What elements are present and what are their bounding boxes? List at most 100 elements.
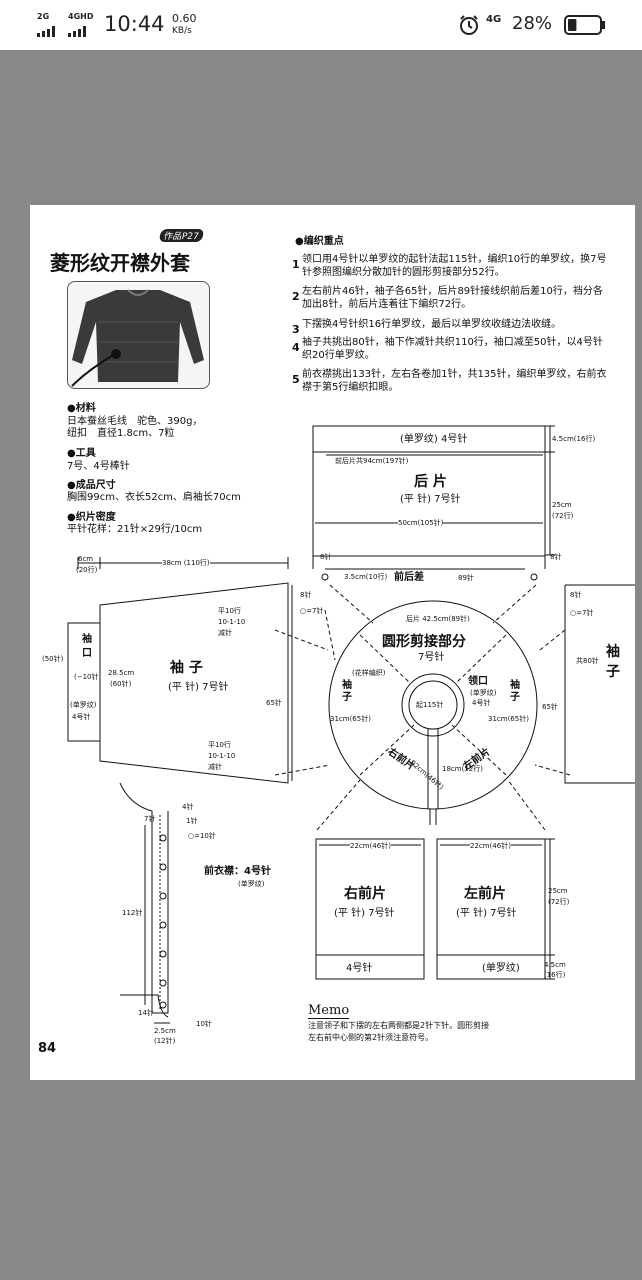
lte-label: 4G <box>486 14 502 25</box>
placket-hole: ○=10针 <box>188 832 216 840</box>
sleeve-dec-top: 平10行 <box>218 607 241 615</box>
yoke-title: 圆形剪接部分 <box>382 634 466 650</box>
memo-title: Memo <box>308 1003 350 1019</box>
lf-rib: (单罗纹) <box>482 963 520 974</box>
neck-cast-on: 起115针 <box>416 701 444 709</box>
yoke-back-label: 后片 42.5cm(89针) <box>406 615 470 623</box>
yoke-needle: 7号针 <box>418 652 445 663</box>
right-front-label: 右前片 <box>344 886 386 902</box>
sleeve-edge-stitches: 65针 <box>266 699 282 707</box>
knitting-schematic <box>67 425 635 1024</box>
placket-bottom-right: 10针 <box>196 1020 212 1028</box>
neck-title: 领口 <box>468 676 488 687</box>
front-height: 25cm <box>548 887 568 895</box>
right-sleeve-total: 共80针 <box>576 657 599 665</box>
sleeve-dec-bot2: 10-1-10 <box>208 752 236 760</box>
placket-width-st: (12针) <box>154 1037 176 1045</box>
network-label-2g: 2G <box>37 12 50 21</box>
rf-rib-needle: 4号针 <box>346 963 373 974</box>
back-cast-right: 8针 <box>550 553 562 561</box>
spec-heading: ●材料 <box>67 403 96 414</box>
front-rows: (72行) <box>548 898 570 906</box>
clock: 10:44 <box>104 12 165 36</box>
right-sleeve-8: 8针 <box>570 591 582 599</box>
back-stitch-label: (平 针) 7号针 <box>400 494 461 505</box>
cuff-needle: 4号针 <box>72 713 91 721</box>
yoke-sleeve-left2: 子 <box>342 692 352 703</box>
speed-unit: KB/s <box>172 26 192 36</box>
sleeve-label: 袖 子 <box>170 660 203 676</box>
right-sleeve-label2: 子 <box>606 664 620 680</box>
page-title: 菱形纹开襟外套 <box>50 251 190 275</box>
status-bar: 2G 4GHD 10:44 0.60 KB/s 4G 28% <box>0 0 642 50</box>
yoke-row-left: 31cm(65针) <box>330 715 371 723</box>
placket-top: 7针 <box>144 815 156 823</box>
cuff-decrease: (−10针 <box>74 673 99 681</box>
signal-icon <box>37 22 63 41</box>
placket-1: 1针 <box>186 817 198 825</box>
pattern-page: 作品P27 菱形纹开襟外套 ●材料 日本蚕丝毛线 驼色、390g， 纽扣 直径1… <box>30 205 635 1080</box>
back-body-rows: (72行) <box>552 512 574 520</box>
sleeve-length: 38cm (110行) <box>162 559 210 568</box>
battery-icon <box>564 15 606 39</box>
front-rib-rows: (16行) <box>544 971 566 979</box>
back-width-dim: 50cm(105针) <box>398 519 444 528</box>
key-point: 5 前衣襟挑出133针，左右各卷加1针，共135针，编织单罗纹，右前衣 襟于第5… <box>292 369 607 393</box>
spec-line: 平针花样：21针×29行/10cm <box>67 524 203 535</box>
cuff-stitches: (50针) <box>42 655 64 663</box>
page-number: 84 <box>38 1041 57 1056</box>
placket-4: 4针 <box>182 803 194 811</box>
diff-width: 3.5cm(10行) <box>344 573 388 581</box>
placket-label: 前衣襟：4号针 <box>204 866 271 877</box>
key-point: 4 袖子共挑出80针，袖下作减针共织110行，袖口减至50针，以4号针 织20行… <box>292 337 603 361</box>
lf-width: 22cm(46针) <box>470 842 511 851</box>
spec-line: 日本蚕丝毛线 驼色、390g， <box>67 416 203 427</box>
front-back-diff-label: 前后差 <box>394 572 424 583</box>
spec-line: 纽扣 直径1.8cm、7粒 <box>67 428 175 439</box>
yoke-sleeve-right2: 子 <box>510 692 520 703</box>
right-sleeve-7: ○=7针 <box>570 609 594 617</box>
cuff-rows: (20行) <box>76 566 98 574</box>
signal-icon <box>68 22 94 41</box>
placket-length: 112针 <box>122 909 143 917</box>
back-piece-label: 后 片 <box>414 474 447 490</box>
rf-stitch: (平 针) 7号针 <box>334 908 395 919</box>
speed-value: 0.60 <box>172 12 197 25</box>
placket-rib: (单罗纹) <box>238 880 265 888</box>
neck-needle: 4号针 <box>472 699 491 707</box>
placket-width: 2.5cm <box>154 1027 176 1035</box>
sleeve-width-st: (60针) <box>110 680 132 688</box>
yoke-depth: 18cm(52行) <box>442 765 483 773</box>
alarm-icon <box>458 14 480 40</box>
front-rib-height: 4.5cm <box>544 961 566 969</box>
spec-line: 胸围99cm、衣长52cm、肩袖长70cm <box>67 492 241 503</box>
back-body-height: 25cm <box>552 501 572 509</box>
cuff-label2: 口 <box>82 648 92 659</box>
spec-heading: ●工具 <box>67 448 96 459</box>
key-points-heading: ●编织重点 <box>295 236 344 247</box>
battery-percent: 28% <box>512 13 553 34</box>
neck-rib: (单罗纹) <box>470 689 497 697</box>
left-front-label: 左前片 <box>464 886 506 902</box>
lf-stitch: (平 针) 7号针 <box>456 908 517 919</box>
back-cast-left: 8针 <box>320 553 332 561</box>
sweater-photo <box>67 281 210 389</box>
back-rib-label: (单罗纹) 4号针 <box>400 434 468 445</box>
yoke-pattern: (花样编织) <box>352 669 386 677</box>
sleeve-dec-top2: 10-1-10 <box>218 618 246 626</box>
placket-bottom: 14针 <box>138 1009 154 1017</box>
back-rib-height: 4.5cm(16行) <box>552 435 596 443</box>
yoke-row-right: 31cm(65针) <box>488 715 529 723</box>
back-width-note: 前后片共94cm(197针) <box>335 457 409 465</box>
sleeve-dec-top3: 减针 <box>218 629 232 637</box>
sleeve-dec-bot: 平10行 <box>208 741 231 749</box>
spec-heading: ●织片密度 <box>67 512 116 523</box>
cuff-rib: (单罗纹) <box>70 701 97 709</box>
yoke-sleeve-left: 袖 <box>342 680 352 691</box>
right-sleeve-65: 65针 <box>542 703 558 711</box>
key-point: 1 领口用4号针以单罗纹的起针法起115针，编织10行的单罗纹，换7号 针参照图… <box>292 254 607 278</box>
spec-line: 7号、4号棒针 <box>67 461 130 472</box>
cuff-label: 袖 <box>82 634 92 645</box>
yoke-sleeve-right: 袖 <box>510 680 520 691</box>
sleeve-8: 8针 <box>300 591 312 599</box>
